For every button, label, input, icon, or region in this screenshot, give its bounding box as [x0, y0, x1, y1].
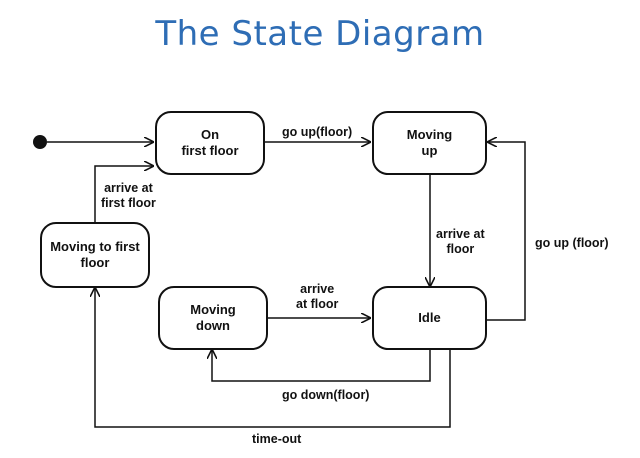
time-out-arrow [95, 288, 451, 428]
initial-state-dot [33, 135, 47, 149]
go-down-arrow [212, 350, 431, 382]
label-time-out: time-out [252, 432, 302, 446]
label-go-down-floor: go down(floor) [282, 388, 370, 402]
label-arrive-at-floor-down: arrive at floor [296, 282, 339, 311]
state-label: Moving down [190, 302, 236, 333]
state-moving-to-first-floor: Moving to first floor [40, 222, 150, 288]
page-title: The State Diagram [155, 14, 485, 54]
state-moving-up: Moving up [372, 111, 487, 175]
state-label: Moving to first floor [50, 239, 140, 270]
label-go-up-floor-right: go up (floor) [535, 236, 609, 250]
state-label: On first floor [181, 127, 239, 158]
arrive-first-floor-arrow [94, 166, 153, 222]
state-label: Moving up [406, 127, 453, 158]
label-go-up-floor: go up(floor) [282, 125, 353, 139]
state-idle: Idle [372, 286, 487, 350]
go-up-right-arrow [487, 142, 526, 321]
label-arrive-at-first-floor: arrive at first floor [101, 181, 156, 210]
state-moving-down: Moving down [158, 286, 268, 350]
label-arrive-at-floor-up: arrive at floor [436, 227, 485, 256]
state-label: Idle [418, 310, 441, 325]
state-on-first-floor: On first floor [155, 111, 265, 175]
